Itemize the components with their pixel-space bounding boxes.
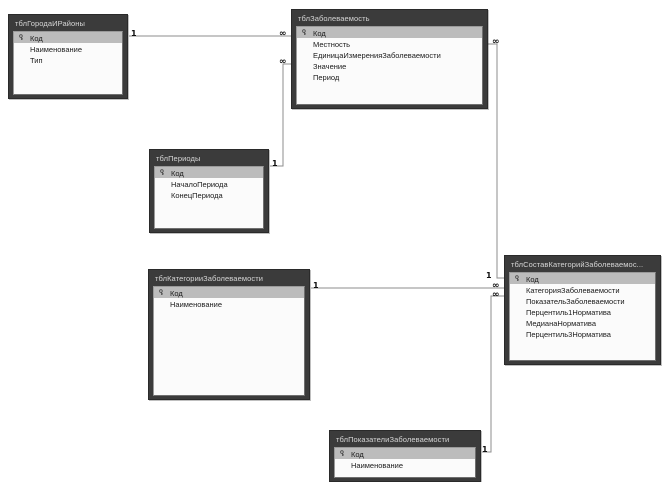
field-row-primary-key[interactable]: Код	[154, 287, 304, 298]
cardinality-many-marker: ∞	[279, 57, 287, 67]
field-label: КонецПериода	[171, 191, 223, 200]
field-label: Код	[171, 169, 184, 178]
field-row[interactable]: Местность	[297, 38, 482, 49]
field-row-primary-key[interactable]: Код	[155, 167, 263, 178]
field-row[interactable]: МедианаНорматива	[510, 317, 655, 328]
field-row[interactable]: КатегорияЗаболеваемости	[510, 284, 655, 295]
primary-key-icon	[340, 450, 344, 457]
table-title[interactable]: тблПоказателиЗаболеваемости	[336, 435, 450, 444]
field-row-primary-key[interactable]: Код	[297, 27, 482, 38]
primary-key-icon	[19, 34, 23, 41]
field-row[interactable]: КонецПериода	[155, 189, 263, 200]
field-label: Значение	[313, 62, 347, 71]
field-label: Тип	[30, 56, 43, 65]
field-label: Наименование	[30, 45, 82, 54]
field-label: Наименование	[170, 300, 222, 309]
table-title[interactable]: тблКатегорииЗаболеваемости	[155, 274, 264, 283]
field-row[interactable]: Перцентиль3Норматива	[510, 328, 655, 339]
field-row-primary-key[interactable]: Код	[510, 273, 655, 284]
field-label: Код	[526, 275, 539, 284]
primary-key-icon	[160, 169, 164, 176]
cardinality-one-marker: 1	[486, 271, 492, 280]
cardinality-one-marker: 1	[131, 29, 137, 38]
cardinality-one-marker: 1	[313, 281, 319, 290]
field-row-primary-key[interactable]: Код	[14, 32, 122, 43]
cardinality-many-marker: ∞	[492, 281, 500, 291]
cardinality-many-marker: ∞	[279, 29, 287, 39]
field-label: Код	[351, 450, 364, 459]
cardinality-one-marker: 1	[482, 445, 488, 454]
table-title[interactable]: тблГородаИРайоны	[15, 19, 86, 28]
field-label: Наименование	[351, 461, 403, 470]
cardinality-one-marker: 1	[272, 159, 278, 168]
table-title[interactable]: тблПериоды	[156, 154, 201, 163]
field-row[interactable]: ЕдиницаИзмеренияЗаболеваемости	[297, 49, 482, 60]
table-title[interactable]: тблЗаболеваемость	[298, 14, 370, 23]
field-label: ЕдиницаИзмеренияЗаболеваемости	[313, 51, 441, 60]
field-row[interactable]: Наименование	[154, 298, 304, 309]
field-label: КатегорияЗаболеваемости	[526, 286, 620, 295]
field-row-primary-key[interactable]: Код	[335, 448, 475, 459]
field-row[interactable]: Наименование	[14, 43, 122, 54]
field-row[interactable]: Наименование	[335, 459, 475, 470]
cardinality-many-marker: ∞	[492, 290, 500, 300]
field-label: Код	[30, 34, 43, 43]
cardinality-many-marker: ∞	[492, 37, 500, 47]
primary-key-icon	[302, 29, 306, 36]
field-row[interactable]: Значение	[297, 60, 482, 71]
field-row[interactable]: НачалоПериода	[155, 178, 263, 189]
field-row[interactable]: ПоказательЗаболеваемости	[510, 295, 655, 306]
table-title[interactable]: тблСоставКатегорийЗаболеваемос...	[511, 260, 644, 269]
field-label: Код	[170, 289, 183, 298]
primary-key-icon	[515, 275, 519, 282]
field-label: НачалоПериода	[171, 180, 228, 189]
field-label: Местность	[313, 40, 351, 49]
field-label: Код	[313, 29, 326, 38]
field-label: Перцентиль3Норматива	[526, 330, 611, 339]
field-label: ПоказательЗаболеваемости	[526, 297, 625, 306]
field-row[interactable]: Период	[297, 71, 482, 82]
primary-key-icon	[159, 289, 163, 296]
field-row[interactable]: Перцентиль1Норматива	[510, 306, 655, 317]
field-label: Период	[313, 73, 340, 82]
field-label: МедианаНорматива	[526, 319, 597, 328]
field-row[interactable]: Тип	[14, 54, 122, 65]
field-label: Перцентиль1Норматива	[526, 308, 611, 317]
